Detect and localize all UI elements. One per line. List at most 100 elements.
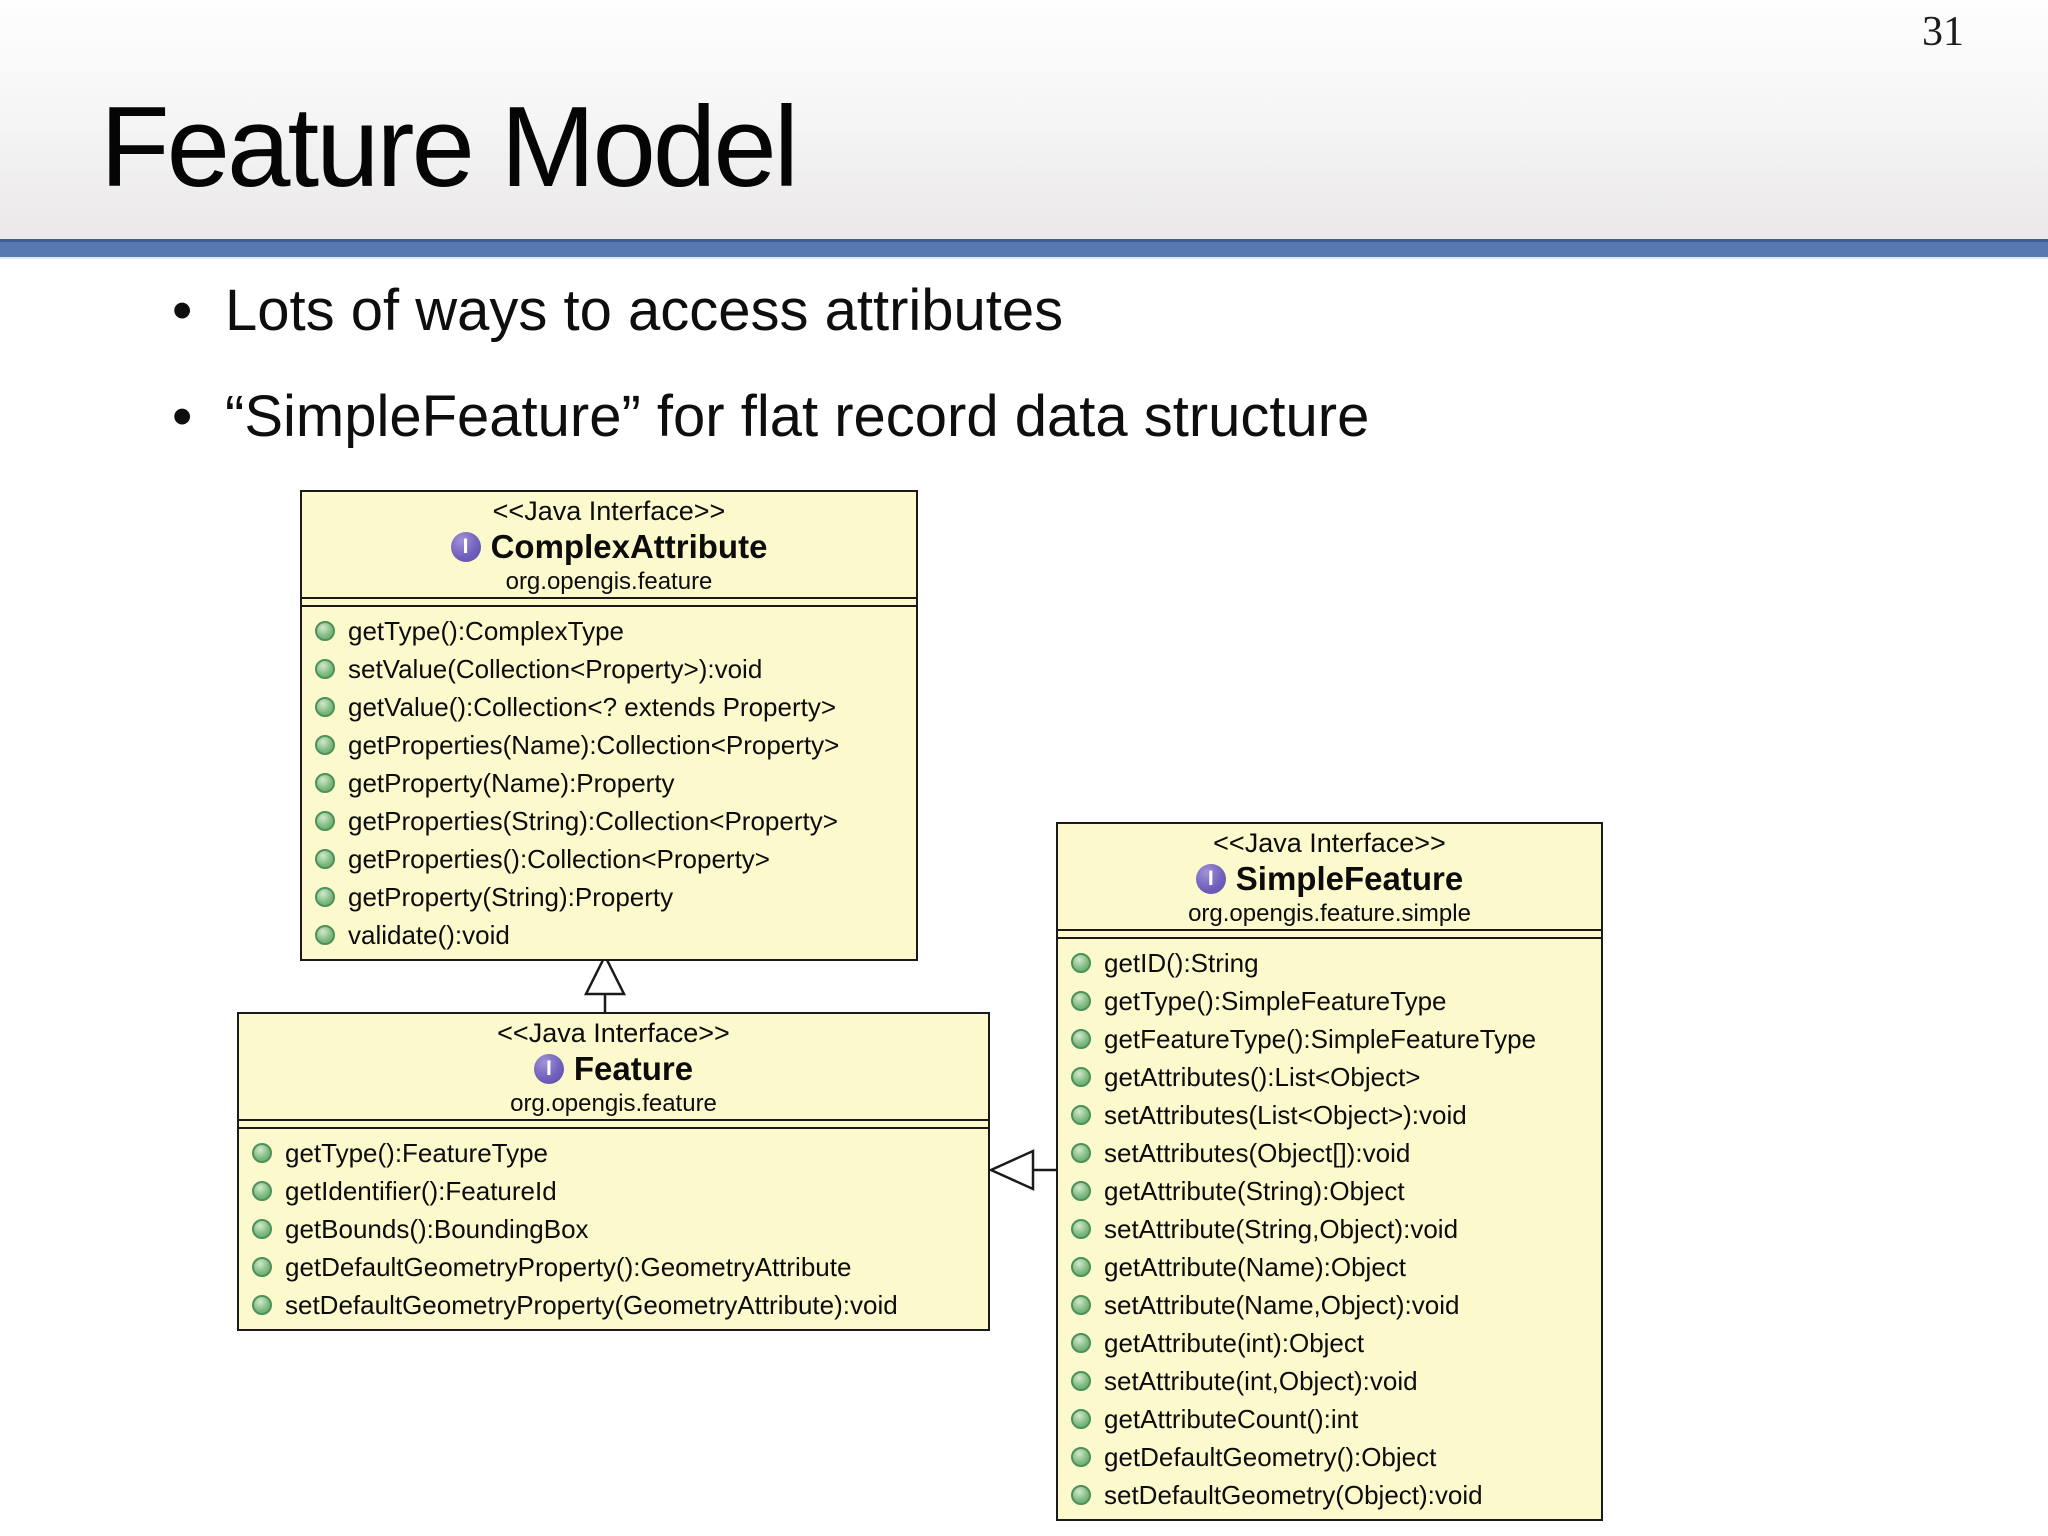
method-signature: setAttribute(int,Object):void: [1104, 1365, 1418, 1396]
public-method-icon: [315, 887, 335, 907]
method-signature: getBounds():BoundingBox: [285, 1213, 589, 1244]
method-row: getAttributes():List<Object>: [1071, 1058, 1595, 1096]
bullet-list: Lots of ways to access attributes “Simpl…: [172, 278, 1369, 489]
public-method-icon: [315, 925, 335, 945]
class-name-row: I Feature: [239, 1048, 988, 1090]
method-list: getID():String getType():SimpleFeatureTy…: [1058, 939, 1601, 1519]
public-method-icon: [1071, 1409, 1091, 1429]
method-signature: getType():SimpleFeatureType: [1104, 985, 1447, 1016]
method-signature: getProperties():Collection<Property>: [348, 843, 770, 874]
method-signature: getIdentifier():FeatureId: [285, 1175, 557, 1206]
method-signature: getValue():Collection<? extends Property…: [348, 691, 837, 722]
method-signature: getProperty(String):Property: [348, 881, 674, 912]
public-method-icon: [315, 849, 335, 869]
method-signature: getAttributes():List<Object>: [1104, 1061, 1421, 1092]
method-signature: getAttribute(int):Object: [1104, 1327, 1365, 1358]
method-row: getAttribute(String):Object: [1071, 1172, 1595, 1210]
class-header: <<Java Interface>> I ComplexAttribute or…: [302, 492, 916, 599]
public-method-icon: [315, 811, 335, 831]
public-method-icon: [1071, 1105, 1091, 1125]
public-method-icon: [315, 697, 335, 717]
slide-page-number: 31: [1922, 9, 1964, 55]
generalization-arrow-feature-to-complexattribute: [583, 953, 627, 1013]
public-method-icon: [1071, 1181, 1091, 1201]
method-row: getAttribute(int):Object: [1071, 1324, 1595, 1362]
method-list: getType():ComplexType setValue(Collectio…: [302, 607, 916, 959]
uml-class-complexattribute: <<Java Interface>> I ComplexAttribute or…: [300, 490, 918, 961]
class-package: org.opengis.feature.simple: [1188, 900, 1471, 927]
method-row: getFeatureType():SimpleFeatureType: [1071, 1020, 1595, 1058]
class-name: SimpleFeature: [1235, 860, 1464, 897]
class-header: <<Java Interface>> I Feature org.opengis…: [239, 1014, 988, 1121]
class-stereotype: <<Java Interface>>: [497, 1018, 730, 1048]
method-signature: setValue(Collection<Property>):void: [348, 653, 763, 684]
interface-icon: I: [533, 1054, 564, 1084]
title-accent-bar: [0, 239, 2048, 257]
method-row: setValue(Collection<Property>):void: [315, 650, 910, 688]
method-row: setDefaultGeometryProperty(GeometryAttri…: [252, 1286, 982, 1324]
class-name-row: I SimpleFeature: [1058, 858, 1601, 900]
method-row: setAttribute(int,Object):void: [1071, 1362, 1595, 1400]
method-signature: getAttributeCount():int: [1104, 1403, 1359, 1434]
method-signature: getDefaultGeometry():Object: [1104, 1441, 1437, 1472]
method-signature: getType():FeatureType: [285, 1137, 549, 1168]
method-signature: validate():void: [348, 919, 510, 950]
method-signature: getID():String: [1104, 947, 1259, 978]
generalization-arrow-simplefeature-to-feature: [987, 1149, 1057, 1191]
class-name-row: I ComplexAttribute: [302, 526, 916, 568]
method-signature: setAttributes(Object[]):void: [1104, 1137, 1411, 1168]
method-row: getProperty(String):Property: [315, 878, 910, 916]
fields-compartment: [1058, 931, 1601, 939]
method-row: setAttribute(String,Object):void: [1071, 1210, 1595, 1248]
method-row: getDefaultGeometryProperty():GeometryAtt…: [252, 1248, 982, 1286]
method-row: setAttribute(Name,Object):void: [1071, 1286, 1595, 1324]
public-method-icon: [315, 773, 335, 793]
class-header: <<Java Interface>> I SimpleFeature org.o…: [1058, 824, 1601, 931]
method-row: setAttributes(Object[]):void: [1071, 1134, 1595, 1172]
public-method-icon: [1071, 1485, 1091, 1505]
method-signature: getDefaultGeometryProperty():GeometryAtt…: [285, 1251, 852, 1282]
public-method-icon: [1071, 1219, 1091, 1239]
public-method-icon: [315, 621, 335, 641]
class-name: Feature: [573, 1050, 694, 1087]
method-row: getType():SimpleFeatureType: [1071, 982, 1595, 1020]
class-package: org.opengis.feature: [510, 1090, 717, 1117]
class-package: org.opengis.feature: [505, 568, 713, 595]
public-method-icon: [1071, 1067, 1091, 1087]
bullet-item: “SimpleFeature” for flat record data str…: [172, 384, 1369, 451]
fields-compartment: [239, 1121, 988, 1129]
method-signature: getAttribute(Name):Object: [1104, 1251, 1407, 1282]
fields-compartment: [302, 599, 916, 607]
public-method-icon: [1071, 1257, 1091, 1277]
public-method-icon: [252, 1295, 272, 1315]
method-signature: setDefaultGeometryProperty(GeometryAttri…: [285, 1289, 898, 1320]
method-row: getAttributeCount():int: [1071, 1400, 1595, 1438]
method-row: getDefaultGeometry():Object: [1071, 1438, 1595, 1476]
public-method-icon: [315, 659, 335, 679]
class-stereotype: <<Java Interface>>: [492, 496, 726, 526]
method-signature: getProperties(String):Collection<Propert…: [348, 805, 838, 836]
public-method-icon: [1071, 1029, 1091, 1049]
method-row: getProperties():Collection<Property>: [315, 840, 910, 878]
method-row: getProperty(Name):Property: [315, 764, 910, 802]
public-method-icon: [252, 1219, 272, 1239]
method-row: getID():String: [1071, 944, 1595, 982]
class-stereotype: <<Java Interface>>: [1213, 828, 1446, 858]
method-row: getType():FeatureType: [252, 1134, 982, 1172]
method-row: setDefaultGeometry(Object):void: [1071, 1476, 1595, 1514]
public-method-icon: [1071, 991, 1091, 1011]
public-method-icon: [1071, 1295, 1091, 1315]
method-list: getType():FeatureType getIdentifier():Fe…: [239, 1129, 988, 1329]
interface-icon: I: [450, 532, 481, 562]
public-method-icon: [252, 1143, 272, 1163]
method-signature: getProperties(Name):Collection<Property>: [348, 729, 840, 760]
method-row: getProperties(String):Collection<Propert…: [315, 802, 910, 840]
public-method-icon: [315, 735, 335, 755]
interface-icon: I: [1195, 864, 1226, 894]
method-signature: setAttribute(Name,Object):void: [1104, 1289, 1460, 1320]
uml-class-simplefeature: <<Java Interface>> I SimpleFeature org.o…: [1056, 822, 1603, 1521]
public-method-icon: [1071, 1143, 1091, 1163]
bullet-item: Lots of ways to access attributes: [172, 278, 1369, 345]
